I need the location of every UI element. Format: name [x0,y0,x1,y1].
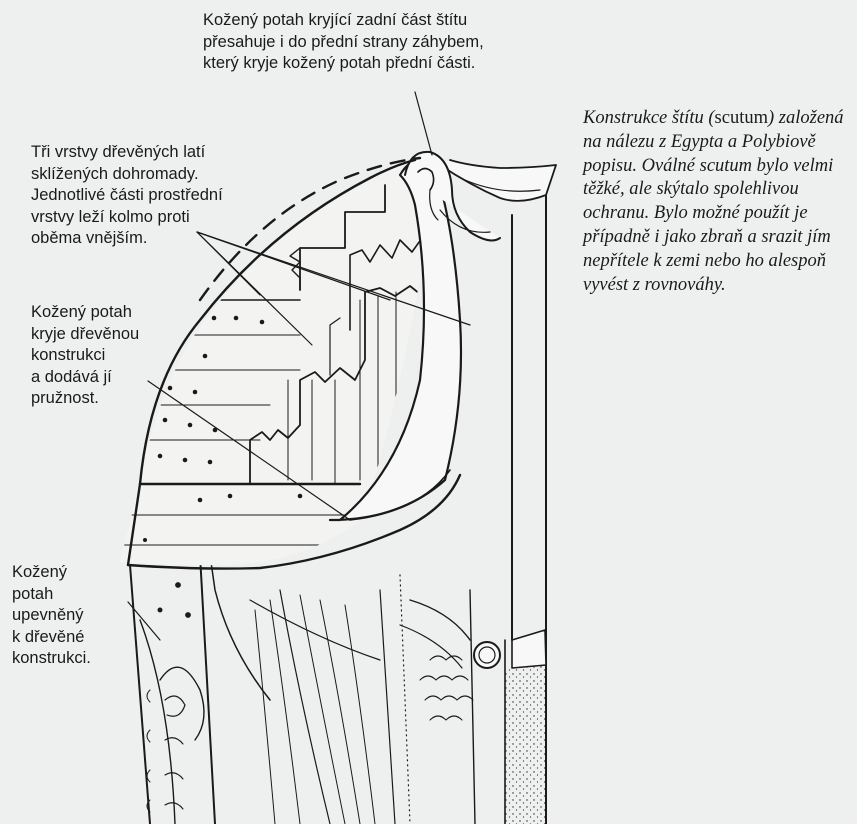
caption-part-1: Konstrukce štítu ( [583,108,715,128]
tunic-folds [250,590,380,824]
caption-part-2: ) založená na nálezu z Egypta a Polybiov… [583,108,844,295]
label-leather-fixed: Kožený potah upevněný k dřevěné konstruk… [12,562,91,670]
lower-edge-binding [130,555,270,824]
figure-caption: Konstrukce štítu (scutum) založená na ná… [583,107,853,297]
caption-term-scutum: scutum [715,108,768,128]
label-leather-cover-flexibility: Kožený potah kryje dřevěnou konstrukci a… [31,302,139,410]
label-three-wood-layers: Tři vrstvy dřevěných latí sklížených doh… [31,142,223,250]
label-back-leather-fold: Kožený potah kryjící zadní část štítu př… [203,10,484,75]
